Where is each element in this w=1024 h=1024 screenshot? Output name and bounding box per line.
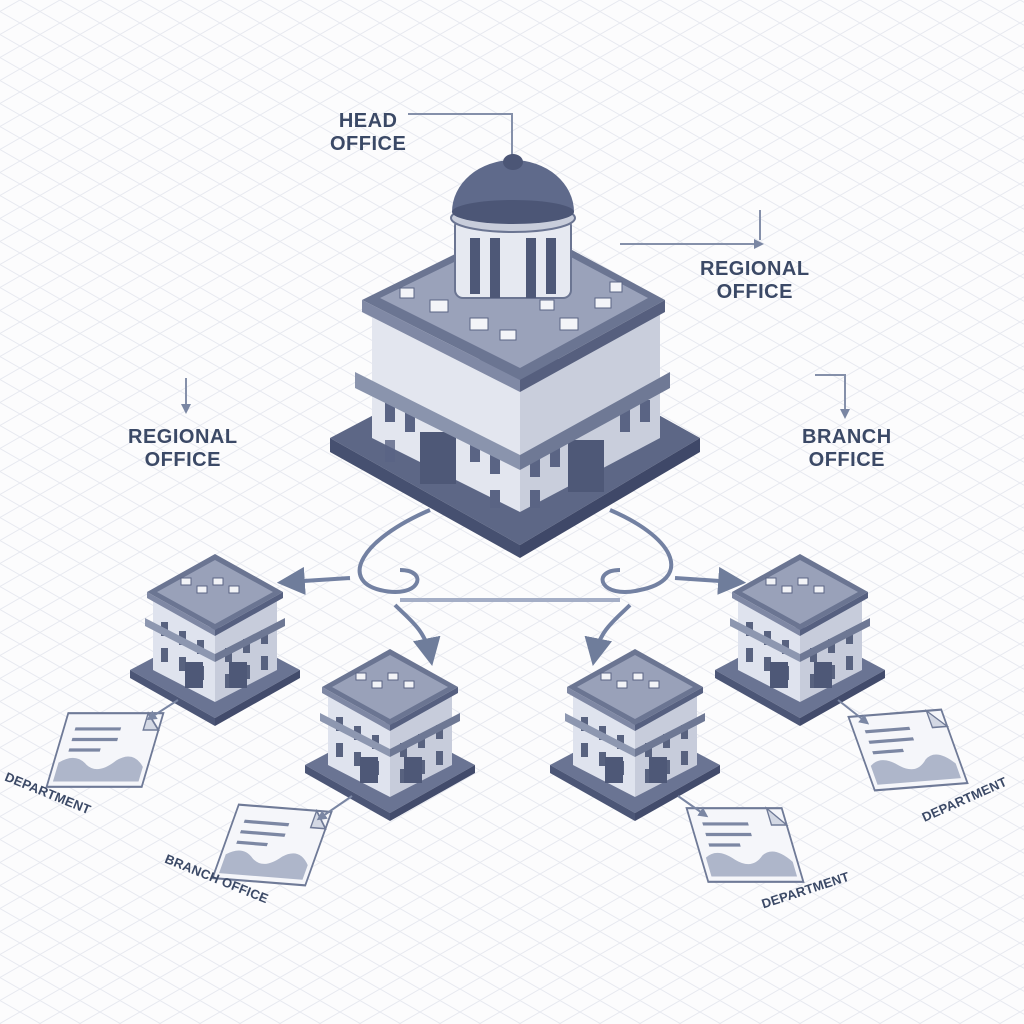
document-left-icon: [45, 711, 165, 788]
connector-lines: [276, 508, 747, 666]
branch-office-right-building: [715, 554, 885, 726]
building-to-document-arrows: [146, 699, 870, 821]
regional-office-right-leader-line: [620, 210, 760, 244]
branch-office-building: [305, 649, 475, 821]
branch-buildings: [130, 554, 885, 821]
document-right-icon: [847, 708, 969, 792]
department-documents: [45, 708, 969, 887]
branch-office-right-arrow: [815, 374, 850, 419]
head-office-building: [330, 154, 700, 558]
department-building: [550, 649, 720, 821]
head-office-leader-line: [408, 113, 513, 155]
regional-office-left-building: [130, 554, 300, 726]
document-bottom-right-icon: [685, 806, 805, 883]
dome-icon: [452, 160, 574, 212]
document-bottom-left-icon: [211, 803, 333, 887]
